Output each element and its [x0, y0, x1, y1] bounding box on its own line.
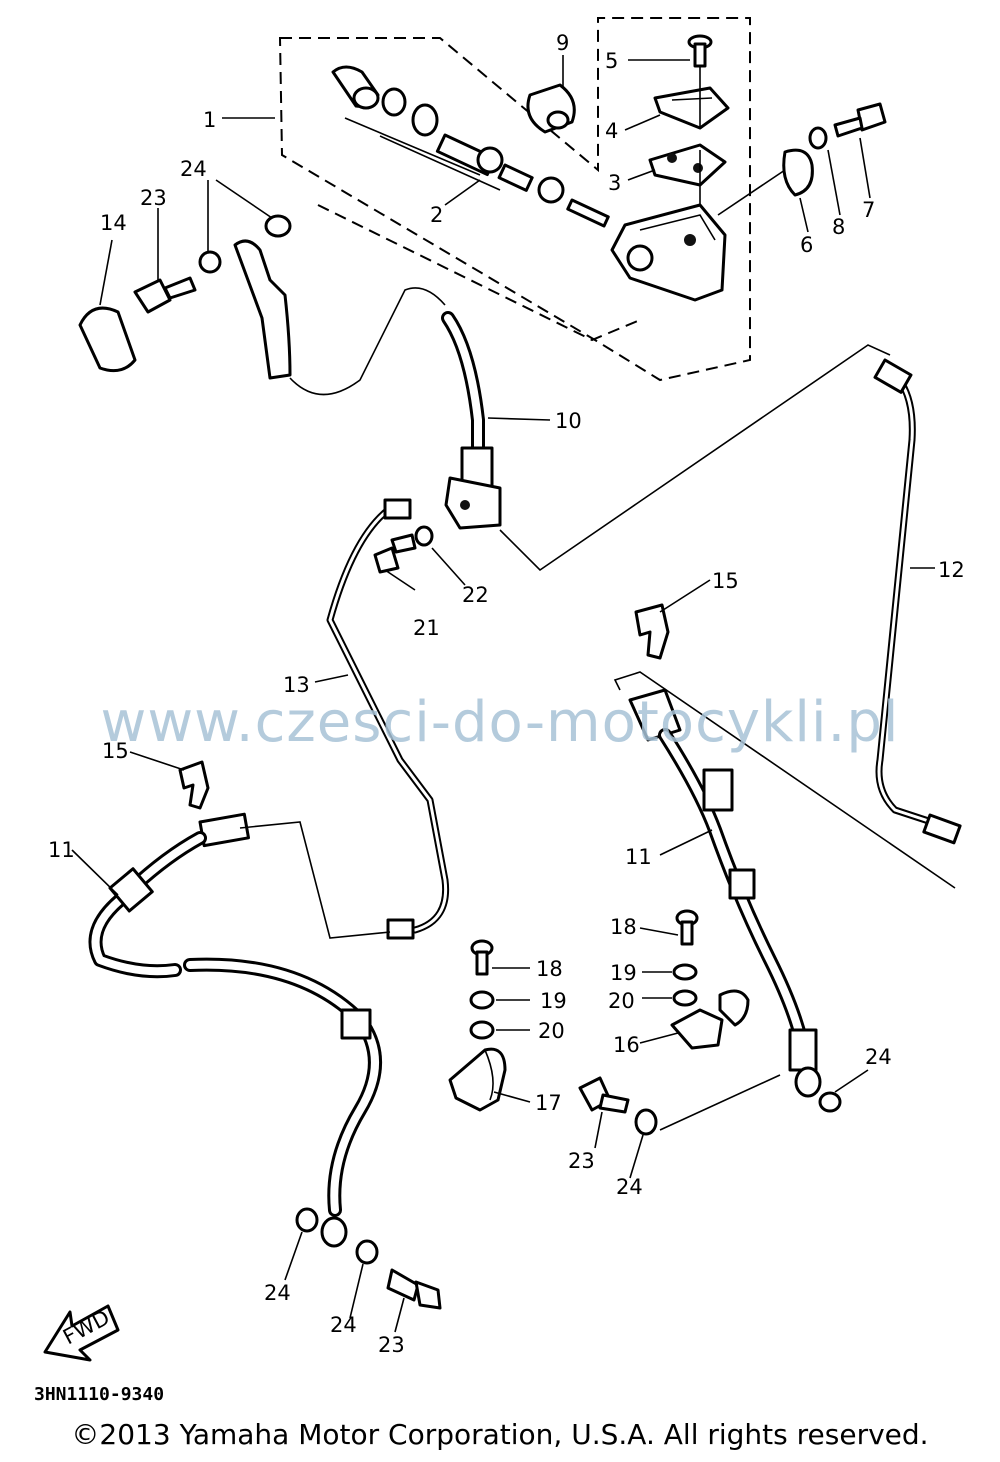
label-11-left: 11	[48, 838, 75, 862]
part-15-clip-left	[178, 760, 210, 810]
part-23-bolt-bottom-left	[386, 1268, 442, 1310]
label-16: 16	[613, 1033, 640, 1057]
part-24-washer-top	[198, 214, 292, 274]
leader-lines	[71, 55, 935, 1333]
label-2: 2	[430, 203, 443, 227]
label-20-right: 20	[608, 989, 635, 1013]
label-15-right: 15	[712, 569, 739, 593]
label-18-right: 18	[610, 915, 637, 939]
label-1: 1	[203, 108, 216, 132]
label-4: 4	[605, 119, 618, 143]
label-9: 9	[556, 31, 569, 55]
part-20-washer-left	[469, 1020, 495, 1040]
part-19-washer-left	[469, 990, 495, 1010]
part-21-bolt	[373, 533, 417, 574]
label-23-bottom-left: 23	[378, 1333, 405, 1357]
label-19-right: 19	[610, 961, 637, 985]
part-12-brake-pipe	[499, 344, 962, 845]
part-labels: 1 2 3 4 5 6 7 8 9 10 11 11 12 13 14 15 1…	[48, 31, 965, 1357]
part-11-hose-right	[613, 671, 956, 1098]
label-8: 8	[832, 215, 845, 239]
label-23-bottom-right: 23	[568, 1149, 595, 1173]
label-17: 17	[535, 1091, 562, 1115]
label-15-left: 15	[102, 739, 129, 763]
part-10-hose	[233, 239, 494, 490]
part-18-bolt-right	[675, 909, 699, 946]
part-24-washer-bottom-right	[634, 1074, 842, 1136]
part-16-bracket	[670, 989, 750, 1050]
part-11-hose-left	[88, 812, 391, 1248]
label-3: 3	[608, 171, 621, 195]
label-12: 12	[938, 558, 965, 582]
part-23-bolt-top	[133, 276, 197, 314]
label-24-top: 24	[180, 157, 207, 181]
master-cylinder-body	[610, 66, 727, 302]
label-24-bottom-center: 24	[330, 1313, 357, 1337]
label-5: 5	[605, 49, 618, 73]
label-18-left: 18	[536, 957, 563, 981]
joint-block	[444, 476, 502, 530]
part-18-bolt-left	[470, 939, 494, 976]
part-9-cap	[526, 83, 576, 134]
label-10: 10	[555, 409, 582, 433]
label-22: 22	[462, 583, 489, 607]
master-cylinder-group	[278, 17, 751, 382]
part-15-clip-right	[634, 603, 670, 660]
label-24-bottom-right: 24	[616, 1175, 643, 1199]
part-5-screw	[687, 34, 713, 68]
fwd-arrow-icon: FWD	[43, 1304, 120, 1362]
part-19-washer-right	[672, 963, 698, 981]
part-3-diaphragm	[648, 143, 727, 187]
part-2-piston-kit	[331, 65, 610, 228]
label-24-right: 24	[865, 1045, 892, 1069]
part-14-cover	[78, 306, 137, 373]
label-6: 6	[800, 233, 813, 257]
diagram-code: 3HN1110-9340	[34, 1384, 165, 1405]
label-21: 21	[413, 616, 440, 640]
part-23-bolt-bottom-right	[578, 1076, 630, 1114]
part-17-bracket	[448, 1047, 507, 1112]
label-13: 13	[283, 673, 310, 697]
part-7-bolt	[833, 102, 887, 138]
label-24-bottom-left: 24	[264, 1281, 291, 1305]
copyright-notice: ©2013 Yamaha Motor Corporation, U.S.A. A…	[71, 1418, 929, 1451]
label-7: 7	[862, 198, 875, 222]
part-8-washer	[808, 126, 828, 150]
part-22-washer	[414, 525, 434, 547]
label-19-left: 19	[540, 989, 567, 1013]
part-20-washer-right	[672, 989, 698, 1007]
label-14: 14	[100, 211, 127, 235]
label-20-left: 20	[538, 1019, 565, 1043]
part-13-brake-pipe	[326, 498, 450, 940]
label-23-top: 23	[140, 186, 167, 210]
watermark-url: www.czesci-do-motocykli.pl	[100, 690, 900, 755]
part-4-plate	[653, 86, 730, 130]
part-24-washers-bottom-left	[295, 1207, 379, 1265]
label-11-right: 11	[625, 845, 652, 869]
part-6-holder	[717, 148, 814, 216]
